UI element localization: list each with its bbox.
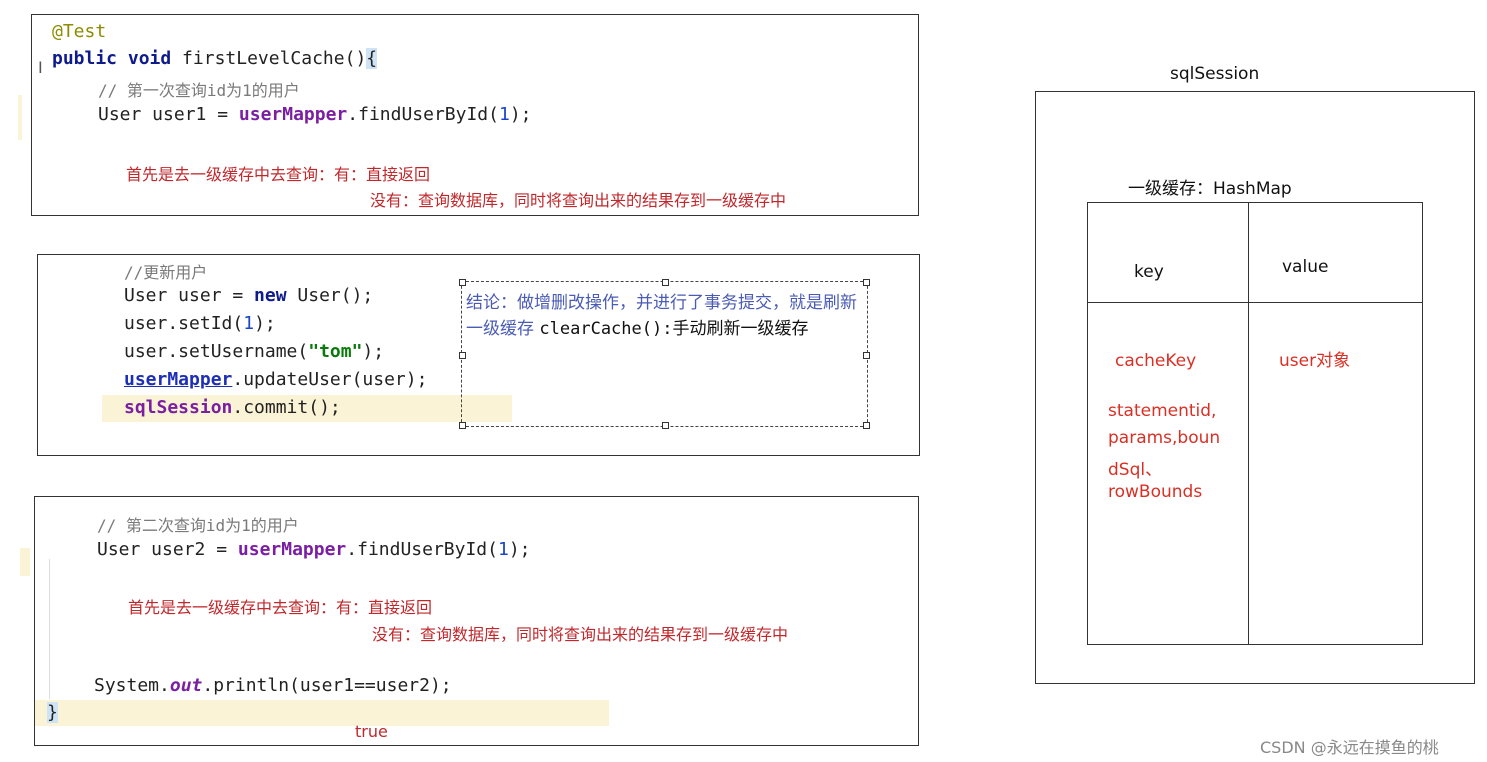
value-object-label: user对象 [1279, 351, 1351, 371]
method-signature: public void firstLevelCache(){ [52, 48, 378, 69]
gutter-highlight [18, 95, 22, 140]
code-line-new-user: User user = new User(); [124, 285, 374, 306]
text-cursor-icon: I [38, 58, 43, 77]
annotation-note-miss: 没有：查询数据库，同时将查询出来的结果存到一级缓存中 [370, 191, 787, 210]
key-part: rowBounds [1108, 482, 1203, 502]
annotation-note-hit: 首先是去一级缓存中去查询：有：直接返回 [128, 598, 433, 617]
code-block-update: //更新用户 User user = new User(); user.setI… [37, 254, 920, 456]
code-statement: User user2 = userMapper.findUserById(1); [97, 539, 531, 560]
code-line-set-id: user.setId(1); [124, 313, 276, 334]
column-header-value: value [1282, 257, 1329, 277]
line-highlight [102, 395, 512, 422]
closing-brace: } [47, 702, 58, 723]
watermark: CSDN @永远在摸鱼的桃 [1260, 738, 1439, 757]
resize-handle[interactable] [662, 279, 669, 286]
table-divider-vertical [1248, 202, 1249, 645]
cache-key-label: cacheKey [1115, 351, 1197, 371]
annotation-note-miss: 没有：查询数据库，同时将查询出来的结果存到一级缓存中 [372, 625, 789, 644]
cache-label: 一级缓存：HashMap [1128, 179, 1292, 199]
resize-handle[interactable] [662, 422, 669, 429]
code-print-statement: System.out.println(user1==user2); [94, 675, 452, 696]
resize-handle[interactable] [459, 352, 466, 359]
hashmap-table [1087, 202, 1423, 645]
code-statement: User user1 = userMapper.findUserById(1); [98, 104, 532, 125]
conclusion-text: 结论：做增删改操作，并进行了事务提交，就是刷新一级缓存 clearCache()… [466, 293, 857, 339]
code-block-first-query: @Test public void firstLevelCache(){ // … [18, 14, 919, 216]
code-comment: // 第一次查询id为1的用户 [98, 81, 300, 100]
resize-handle[interactable] [863, 422, 870, 429]
annotation-note-hit: 首先是去一级缓存中去查询：有：直接返回 [126, 165, 431, 184]
line-highlight [35, 700, 609, 726]
resize-handle[interactable] [863, 352, 870, 359]
code-line-set-username: user.setUsername("tom"); [124, 341, 385, 362]
resize-handle[interactable] [459, 279, 466, 286]
result-true: true [355, 722, 388, 741]
column-header-key: key [1134, 262, 1164, 282]
resize-handle[interactable] [863, 279, 870, 286]
sql-session-label: sqlSession [1170, 64, 1260, 84]
code-line-update-user: userMapper.updateUser(user); [124, 369, 428, 390]
table-divider-horizontal [1087, 302, 1423, 303]
conclusion-textbox[interactable]: 结论：做增删改操作，并进行了事务提交，就是刷新一级缓存 clearCache()… [459, 279, 870, 429]
test-annotation: @Test [52, 21, 107, 42]
code-block-second-query: // 第二次查询id为1的用户 User user2 = userMapper.… [34, 496, 919, 746]
code-line-commit: sqlSession.commit(); [124, 397, 341, 418]
left-edge-highlight [20, 548, 30, 576]
code-comment: // 第二次查询id为1的用户 [97, 516, 299, 535]
code-comment: //更新用户 [124, 263, 208, 282]
gutter-line [49, 559, 50, 699]
key-part: dSql、 [1108, 460, 1163, 480]
key-part: params,boun [1108, 428, 1221, 448]
resize-handle[interactable] [459, 422, 466, 429]
key-part: statementid, [1108, 401, 1217, 421]
